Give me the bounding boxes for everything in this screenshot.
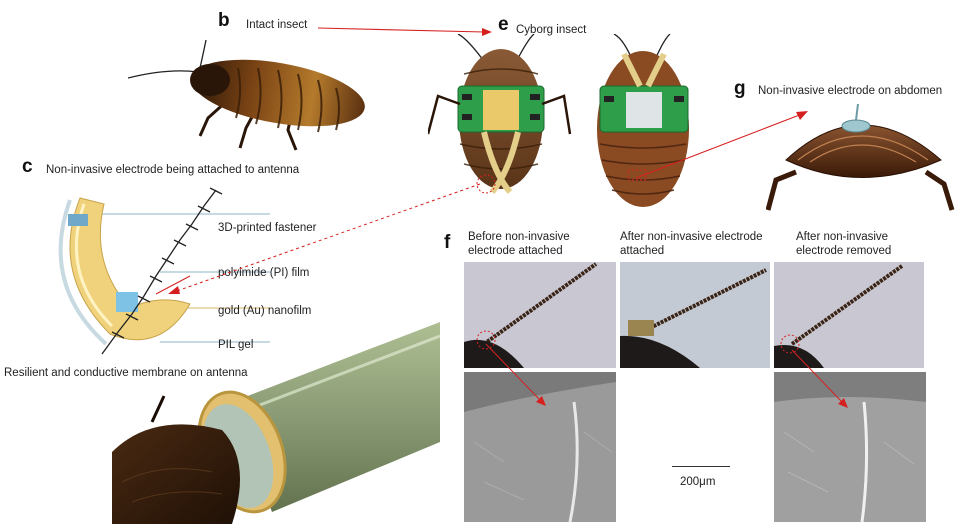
caption-cyborg-insect: Cyborg insect [516, 24, 587, 36]
layer-label-pil-gel: PIL gel [218, 339, 254, 351]
intact-cockroach-illustration [128, 39, 365, 151]
panel-letter-c: c [22, 156, 33, 177]
panel-letter-f: f [444, 232, 451, 253]
photo-label-removed: After non-invasive electrode removed [796, 231, 892, 258]
cyborg-dorsal-view [428, 34, 572, 194]
photo-before-attached [464, 262, 616, 368]
layer-label-fastener: 3D-printed fastener [218, 222, 317, 234]
layer-label-pi-film: polyimide (PI) film [218, 267, 310, 279]
photo-label-before: Before non-invasive electrode attached [468, 231, 570, 258]
antenna-highlight-circle [476, 174, 496, 194]
layer-label-au-nanofilm: gold (Au) nanofilm [218, 305, 312, 317]
panel-letter-b: b [218, 10, 230, 31]
zoom-arrow-removed [791, 349, 848, 408]
membrane-cutaway-illustration [112, 322, 440, 524]
electrode-layers-illustration [58, 187, 270, 355]
panel-letter-g: g [734, 78, 746, 99]
sem-before-attached [464, 372, 616, 522]
abdomen-electrode-illustration [766, 103, 955, 211]
abdomen-highlight-box [627, 169, 647, 181]
arrow-b-to-e [317, 27, 492, 36]
arrow-e-to-c [168, 183, 481, 294]
caption-intact-insect: Intact insect [246, 19, 308, 31]
zoom-arrow-before [485, 343, 546, 406]
caption-membrane: Resilient and conductive membrane on ant… [4, 367, 248, 379]
caption-abdomen-electrode: Non-invasive electrode on abdomen [758, 85, 943, 97]
photo-after-removed [774, 262, 924, 368]
arrow-e-to-g [635, 111, 808, 179]
scale-bar-line [672, 466, 730, 467]
sem-after-removed [774, 372, 926, 522]
cyborg-ventral-view [597, 34, 689, 207]
scale-bar-label: 200μm [680, 476, 716, 488]
panel-letter-e: e [498, 14, 509, 35]
cyborg-insect-illustration [428, 34, 689, 207]
photo-after-attached [620, 262, 770, 368]
photo-label-attached: After non-invasive electrode attached [620, 231, 763, 258]
caption-electrode-attached-antenna: Non-invasive electrode being attached to… [46, 164, 300, 176]
